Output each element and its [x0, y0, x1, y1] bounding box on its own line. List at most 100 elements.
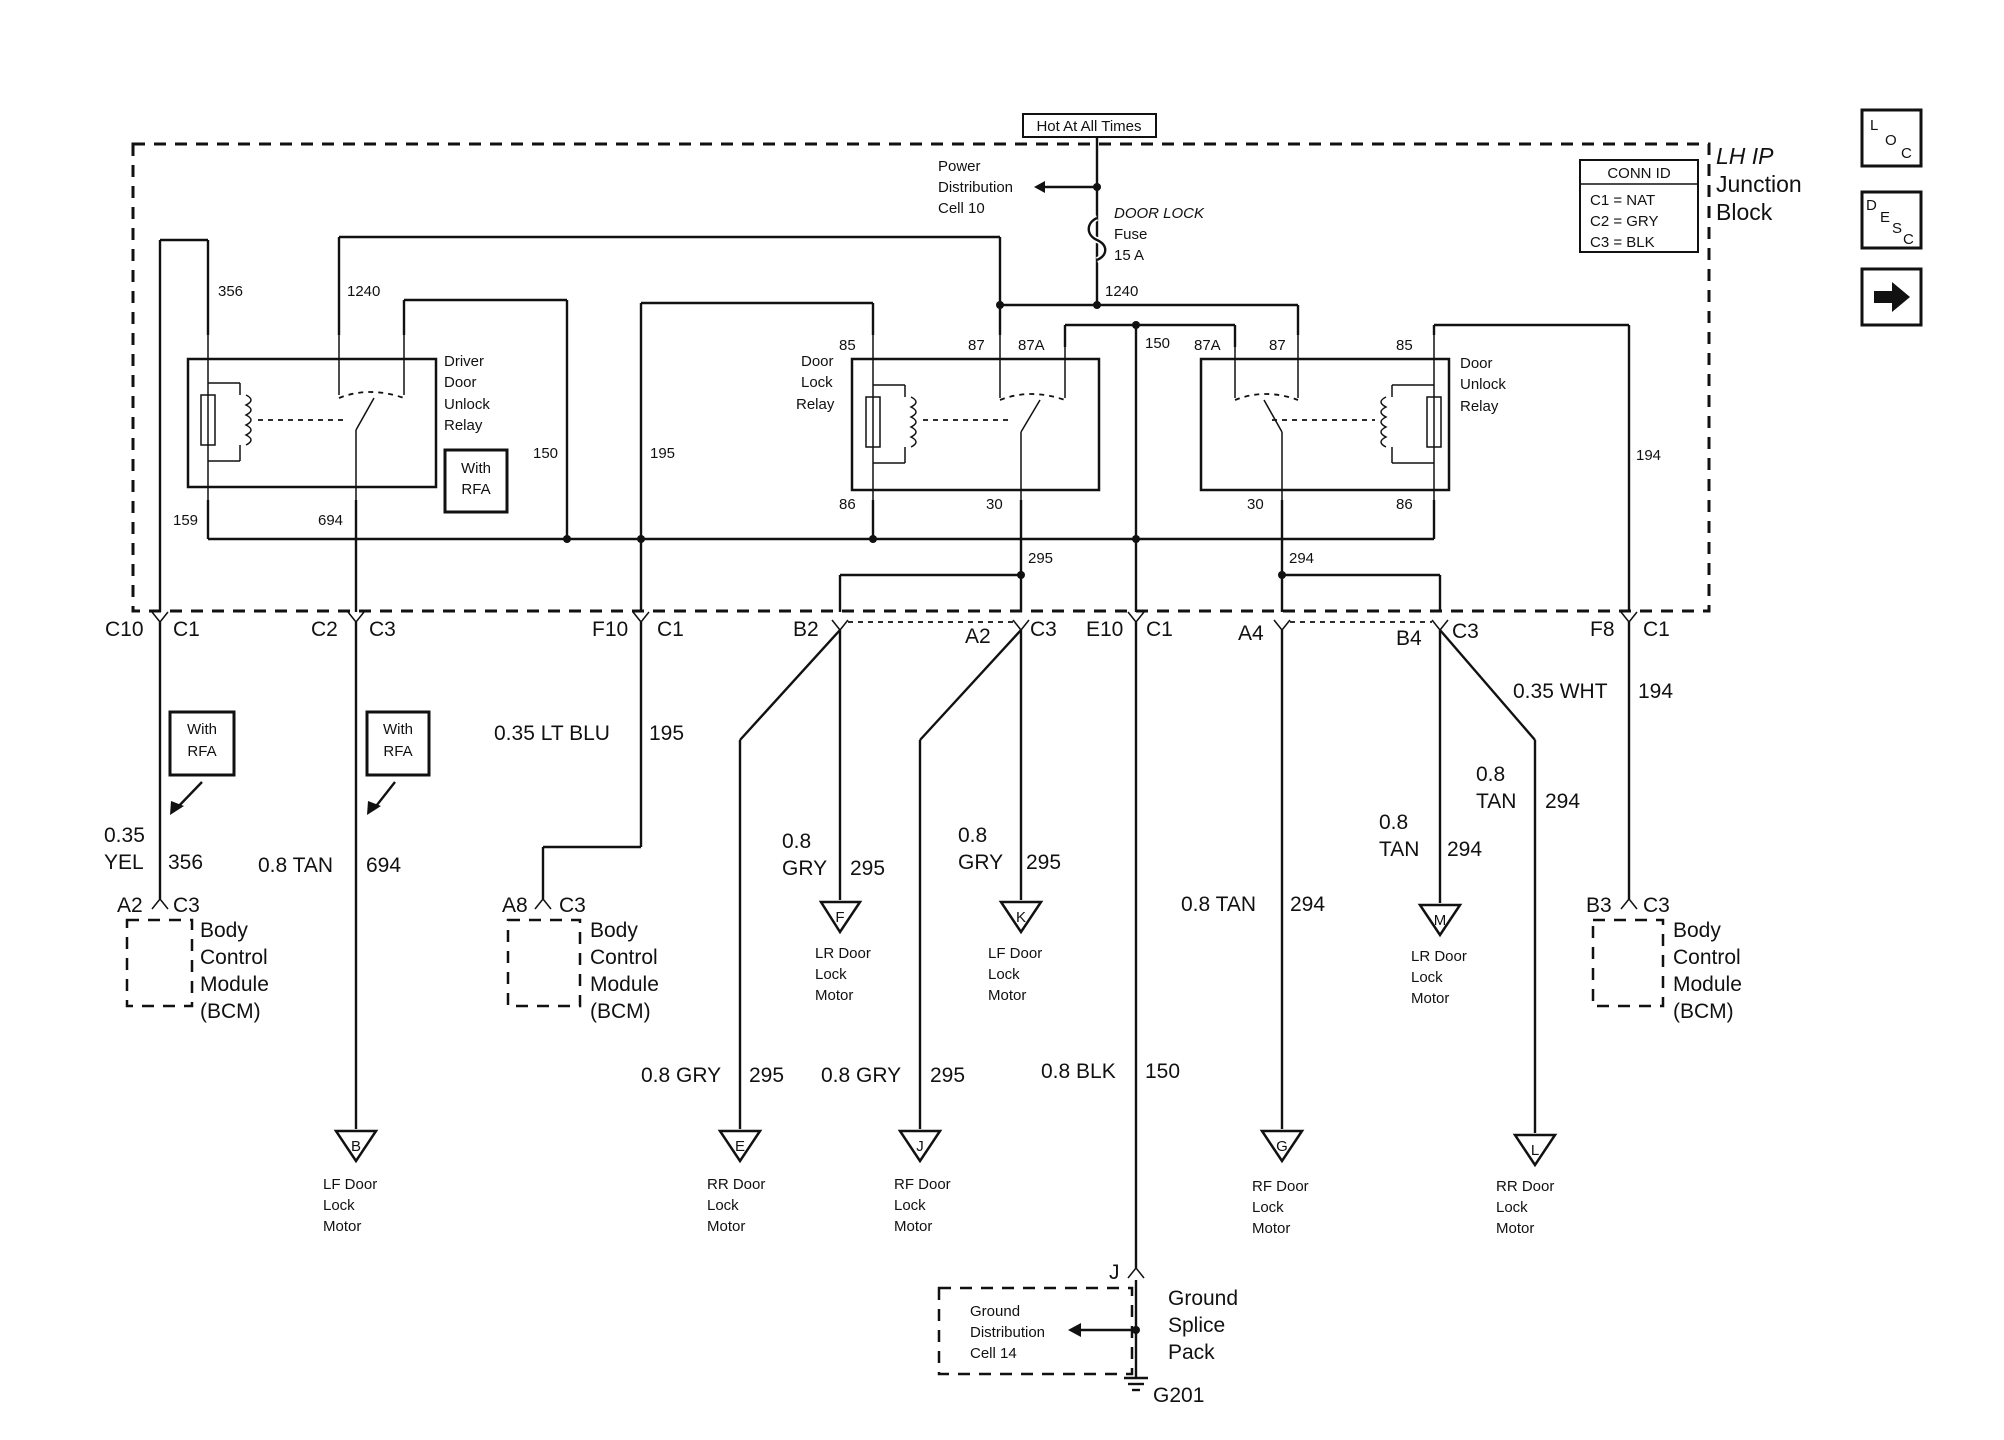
- wire-294-rr-number: 294: [1545, 790, 1580, 813]
- svg-text:LF Door: LF Door: [988, 945, 1042, 962]
- bcm-mid-label: Body: [590, 919, 638, 942]
- motor-j-rf-door-lock: J RF Door Lock Motor: [894, 1129, 951, 1235]
- wire-694-size: 0.8 TAN: [258, 854, 333, 877]
- circuit-194-label: 194: [1636, 447, 1661, 464]
- wire-194-number: 194: [1638, 680, 1673, 703]
- svg-text:K: K: [1016, 909, 1026, 926]
- svg-text:C1: C1: [657, 618, 684, 641]
- power-distribution-label: Power: [938, 158, 981, 175]
- svg-text:RR Door: RR Door: [707, 1176, 765, 1193]
- wire-295-lf-size: 0.8: [958, 824, 987, 847]
- power-distribution-label-2: Distribution: [938, 179, 1013, 196]
- svg-text:B4: B4: [1396, 627, 1422, 650]
- svg-text:Lock: Lock: [707, 1197, 739, 1214]
- svg-text:Lock: Lock: [988, 966, 1020, 983]
- ground-dist-label: Ground: [970, 1303, 1020, 1320]
- bcm-pin-a2: A2: [117, 894, 143, 917]
- svg-text:C3: C3: [1452, 620, 1479, 643]
- connector-f8: F8 C1: [1590, 611, 1670, 641]
- ground-dist-label-3: Cell 14: [970, 1345, 1017, 1362]
- wire-294-lr-number: 294: [1447, 838, 1482, 861]
- wire-694-number: 694: [366, 854, 401, 877]
- hot-at-all-times-box: [1022, 113, 1157, 138]
- wire-295-rf-number: 295: [930, 1064, 965, 1087]
- next-button[interactable]: [1860, 267, 1923, 327]
- svg-text:Lock: Lock: [1252, 1199, 1284, 1216]
- bcm-mid-label-4: (BCM): [590, 1000, 651, 1023]
- svg-text:C3: C3: [1030, 618, 1057, 641]
- wire-194-size: 0.35 WHT: [1513, 680, 1608, 703]
- rfa-label: With: [461, 460, 491, 477]
- wire-356-color: YEL: [104, 851, 144, 874]
- circuit-150-label: 150: [1145, 335, 1170, 352]
- with-rfa-box-relay: [443, 448, 509, 514]
- wire-356-number: 356: [168, 851, 203, 874]
- unlock-relay-label-3: Relay: [1460, 398, 1499, 415]
- driver-relay-label-4: Relay: [444, 417, 483, 434]
- circuit-1240-label: 1240: [1105, 283, 1138, 300]
- bcm-pin-a2-conn: C3: [173, 894, 200, 917]
- pin-87-lock: 87: [968, 337, 985, 354]
- circuit-150-left-label: 150: [533, 445, 558, 462]
- wire-356-size: 0.35: [104, 824, 145, 847]
- loc-icon: L: [1870, 117, 1878, 134]
- bcm-right-label-3: Module: [1673, 973, 1742, 996]
- desc-button[interactable]: D E S C: [1860, 190, 1923, 250]
- rfa-694-label: With: [383, 721, 413, 738]
- conn-id-c1: C1 = NAT: [1590, 192, 1655, 209]
- svg-text:LF Door: LF Door: [323, 1176, 377, 1193]
- bcm-module-left: [125, 918, 194, 1008]
- svg-text:O: O: [1885, 132, 1897, 149]
- svg-text:C1: C1: [173, 618, 200, 641]
- right-arrow-icon: [1874, 282, 1910, 312]
- svg-text:M: M: [1434, 912, 1447, 929]
- rfa-356-label: With: [187, 721, 217, 738]
- bcm-mid-label-2: Control: [590, 946, 658, 969]
- bcm-pin-a8-conn: C3: [559, 894, 586, 917]
- connector-b4: B4 C3: [1396, 619, 1479, 650]
- loc-button[interactable]: L O C: [1860, 108, 1923, 168]
- circuit-356-label: 356: [218, 283, 243, 300]
- bcm-pin-a8: A8: [502, 894, 528, 917]
- fuse-rating: 15 A: [1114, 247, 1144, 264]
- pin-30-lock: 30: [986, 496, 1003, 513]
- svg-text:RF Door: RF Door: [1252, 1178, 1309, 1195]
- wire-295-rr-number: 295: [749, 1064, 784, 1087]
- circuit-694-label: 694: [318, 512, 343, 529]
- svg-text:Motor: Motor: [815, 987, 853, 1004]
- pin-85-unlock: 85: [1396, 337, 1413, 354]
- rfa-label-2: RFA: [461, 481, 490, 498]
- driver-relay-label-3: Unlock: [444, 396, 490, 413]
- rfa-356-label-2: RFA: [187, 743, 216, 760]
- conn-id-c3: C3 = BLK: [1590, 234, 1655, 251]
- svg-text:E: E: [1880, 209, 1890, 226]
- svg-text:B: B: [351, 1138, 361, 1155]
- power-distribution-label-3: Cell 10: [938, 200, 985, 217]
- circuit-295-label: 295: [1028, 550, 1053, 567]
- wire-294-rr-size: 0.8: [1476, 763, 1505, 786]
- wire-294-rf-number: 294: [1290, 893, 1325, 916]
- motor-g-rf-door-lock: G RF Door Lock Motor: [1252, 1129, 1309, 1237]
- wire-150-number: 150: [1145, 1060, 1180, 1083]
- with-rfa-box-356: [168, 710, 236, 777]
- with-rfa-box-694: [365, 710, 431, 777]
- door-lock-relay: [850, 357, 1101, 492]
- circuit-294-label: 294: [1289, 550, 1314, 567]
- ground-icon: [1124, 1376, 1148, 1392]
- svg-text:L: L: [1531, 1142, 1539, 1159]
- lh-ip-junction-block-boundary: [131, 142, 1711, 613]
- wire-295-lr-color: GRY: [782, 857, 827, 880]
- ground-g201: G201: [1153, 1384, 1204, 1407]
- motor-l-rr-door-lock: L RR Door Lock Motor: [1496, 1133, 1558, 1237]
- pin-30-unlock: 30: [1247, 496, 1264, 513]
- driver-relay-label-2: Door: [444, 374, 477, 391]
- junction-block-label-2: Junction: [1716, 171, 1802, 197]
- svg-text:Lock: Lock: [894, 1197, 926, 1214]
- wire-294-rr-color: TAN: [1476, 790, 1516, 813]
- svg-text:C10: C10: [105, 618, 144, 641]
- svg-text:Lock: Lock: [1496, 1199, 1528, 1216]
- svg-text:E10: E10: [1086, 618, 1123, 641]
- wire-295-lf-color: GRY: [958, 851, 1003, 874]
- pin-85-lock: 85: [839, 337, 856, 354]
